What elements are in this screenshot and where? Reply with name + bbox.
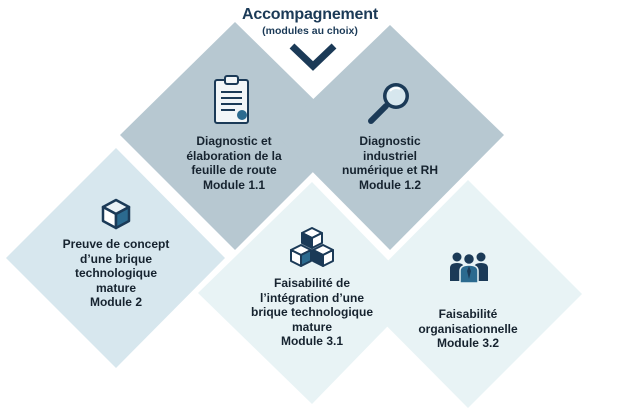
module-1-2-label: Diagnostic industriel numérique et RH — [341, 134, 438, 177]
diamond-module-1-2 — [276, 25, 504, 250]
diamond-module-2 — [6, 148, 225, 368]
module-3-1-label: Faisabilité de l’intégration d’une briqu… — [251, 276, 373, 334]
caption-module-3-1: Faisabilité de l’intégration d’une briqu… — [236, 276, 388, 349]
caption-module-1-1: Diagnostic et élaboration de la feuille … — [168, 134, 300, 192]
diamond-module-3-2 — [355, 180, 582, 408]
cube-stack-icon — [290, 227, 334, 267]
diagram-subtitle: (modules au choix) — [262, 25, 358, 37]
module-1-2-code: Module 1.2 — [358, 177, 421, 192]
caption-module-2: Preuve de concept d’une brique technolog… — [44, 237, 188, 310]
magnifier-icon — [368, 83, 409, 124]
module-3-2-code: Module 3.2 — [436, 336, 499, 350]
cube-icon — [101, 198, 131, 230]
module-2-code: Module 2 — [89, 295, 142, 309]
module-2-label: Preuve de concept d’une brique technolog… — [62, 237, 170, 295]
people-icon — [450, 252, 488, 284]
diagram-title: Accompagnement — [242, 6, 378, 23]
clipboard-icon — [214, 75, 249, 124]
caption-module-1-2: Diagnostic industriel numérique et RH Mo… — [325, 134, 455, 192]
module-3-1-code: Module 3.1 — [280, 334, 343, 348]
chevron-down-icon — [289, 43, 337, 71]
diamond-module-3-1 — [198, 182, 420, 404]
module-1-1-label: Diagnostic et élaboration de la feuille … — [186, 134, 282, 177]
module-3-2-label: Faisabilité organisationnelle — [418, 307, 518, 336]
caption-module-3-2: Faisabilité organisationnelle Module 3.2 — [400, 307, 536, 351]
diamond-module-1-1 — [120, 22, 350, 250]
module-1-1-code: Module 1.1 — [202, 177, 265, 192]
